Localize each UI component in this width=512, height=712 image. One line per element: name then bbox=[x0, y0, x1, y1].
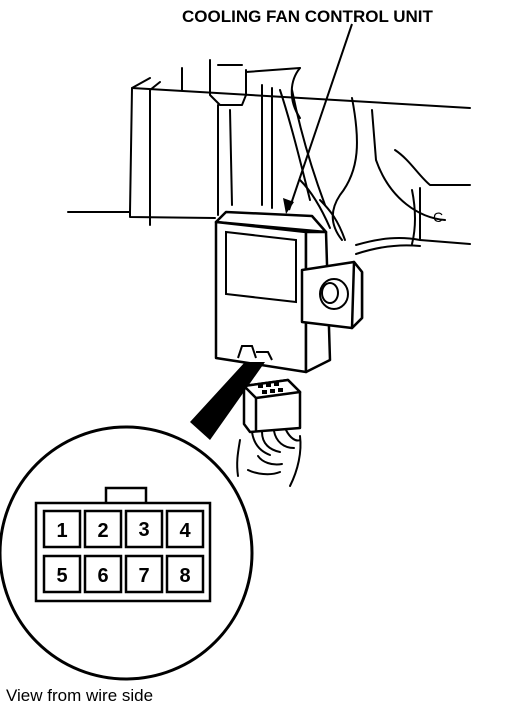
pin-label-7: 7 bbox=[138, 565, 149, 587]
view-caption: View from wire side bbox=[6, 686, 154, 705]
pin-label-1: 1 bbox=[56, 520, 67, 542]
harness-connector-plug bbox=[242, 378, 302, 434]
unit-title-label: COOLING FAN CONTROL UNIT bbox=[182, 7, 434, 26]
zoom-callout-pointer bbox=[190, 362, 265, 440]
vehicle-structure bbox=[67, 59, 471, 255]
bolt-icon bbox=[319, 278, 349, 310]
unit-connector-notch bbox=[237, 345, 273, 361]
control-unit-label-area bbox=[225, 230, 297, 304]
leader-arrow bbox=[283, 23, 353, 214]
magnified-view-circle bbox=[0, 425, 254, 681]
pin-label-4: 4 bbox=[179, 520, 191, 542]
pin-label-2: 2 bbox=[97, 520, 108, 542]
connector-face bbox=[34, 486, 212, 603]
pin-label-6: 6 bbox=[97, 565, 108, 587]
reference-letter: C bbox=[433, 209, 443, 225]
pin-label-3: 3 bbox=[138, 519, 149, 541]
wire-harness bbox=[236, 429, 302, 487]
plug-pin-holes bbox=[258, 382, 283, 394]
pin-label-8: 8 bbox=[179, 565, 190, 587]
pin-label-5: 5 bbox=[56, 565, 67, 587]
pin-numbers: 1 2 3 4 5 6 7 8 bbox=[56, 519, 191, 587]
